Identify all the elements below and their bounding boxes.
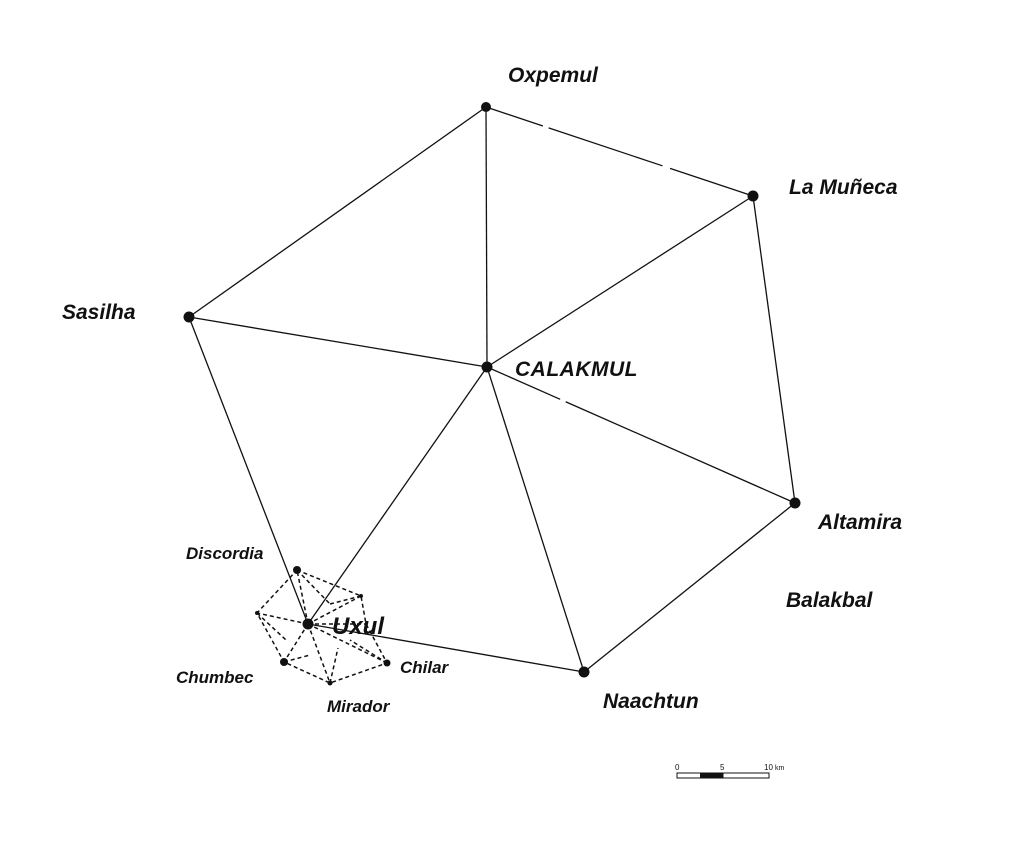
scale-tick-5: 5	[720, 763, 725, 772]
scale-tick-10: 10	[764, 763, 773, 772]
line-altamira-naachtun	[583, 502, 796, 673]
line-oxpemul-sasilha	[188, 106, 487, 318]
label-altamira: Altamira	[817, 511, 902, 534]
marker-naachtun	[578, 666, 590, 678]
dash-uxul-mirador	[307, 623, 331, 684]
marker-uxul	[302, 618, 314, 630]
dash-ne-inner	[329, 595, 362, 605]
dash-uxul-discordia	[296, 569, 309, 625]
dash-chumbec-inner	[283, 654, 311, 663]
line-oxpemul-calakmul	[485, 106, 488, 368]
line-sasilha-uxul	[188, 316, 309, 625]
dash-uxul-chilar	[307, 623, 388, 664]
site-markers	[183, 102, 801, 686]
label-chumbec: Chumbec	[176, 668, 254, 687]
line-oxpemul-lamuneca	[485, 106, 754, 197]
marker-la-muneca	[747, 190, 759, 202]
marker-ne	[359, 594, 363, 598]
label-mirador: Mirador	[327, 697, 391, 716]
scale-bar: 0 5 10 km	[675, 763, 785, 779]
marker-sasilha	[183, 311, 195, 323]
line-uxul-naachtun	[307, 623, 585, 673]
marker-chilar	[383, 659, 391, 667]
line-calakmul-naachtun	[486, 366, 585, 673]
line-calakmul-uxul	[307, 366, 488, 625]
line-sasilha-calakmul	[188, 316, 488, 368]
line-lamuneca-calakmul	[486, 195, 754, 368]
label-calakmul: CALAKMUL	[515, 358, 638, 381]
dashed-local-network	[256, 569, 389, 684]
marker-oxpemul	[481, 102, 491, 112]
label-discordia: Discordia	[186, 544, 263, 563]
marker-w	[255, 611, 259, 615]
dash-w-inner	[256, 612, 287, 641]
line-calakmul-altamira	[486, 366, 796, 504]
label-sasilha: Sasilha	[62, 301, 136, 324]
marker-discordia	[293, 566, 301, 574]
label-uxul: Uxul	[332, 613, 385, 640]
label-la-muneca: La Muñeca	[789, 176, 898, 199]
label-balakbal: Balakbal	[786, 589, 874, 612]
dash-ring	[256, 569, 389, 684]
label-oxpemul: Oxpemul	[508, 64, 599, 87]
solid-network-lines	[188, 106, 796, 673]
dash-mirador-inner	[329, 647, 339, 684]
marker-calakmul	[481, 361, 493, 373]
scale-tick-0: 0	[675, 763, 680, 772]
dash-uxul-ne	[307, 595, 362, 625]
site-labels: Oxpemul La Muñeca Sasilha CALAKMUL Altam…	[62, 64, 902, 716]
label-naachtun: Naachtun	[603, 690, 699, 713]
scale-unit: km	[775, 765, 785, 772]
dash-discordia-inner	[296, 569, 331, 605]
marker-altamira	[789, 497, 801, 509]
dash-uxul-chumbec	[283, 623, 309, 663]
line-lamuneca-altamira	[752, 195, 796, 504]
dash-uxul-w	[256, 612, 309, 625]
dash-chilar-inner	[349, 639, 388, 664]
marker-mirador	[327, 680, 333, 686]
marker-chumbec	[280, 658, 288, 666]
label-chilar: Chilar	[400, 658, 450, 677]
